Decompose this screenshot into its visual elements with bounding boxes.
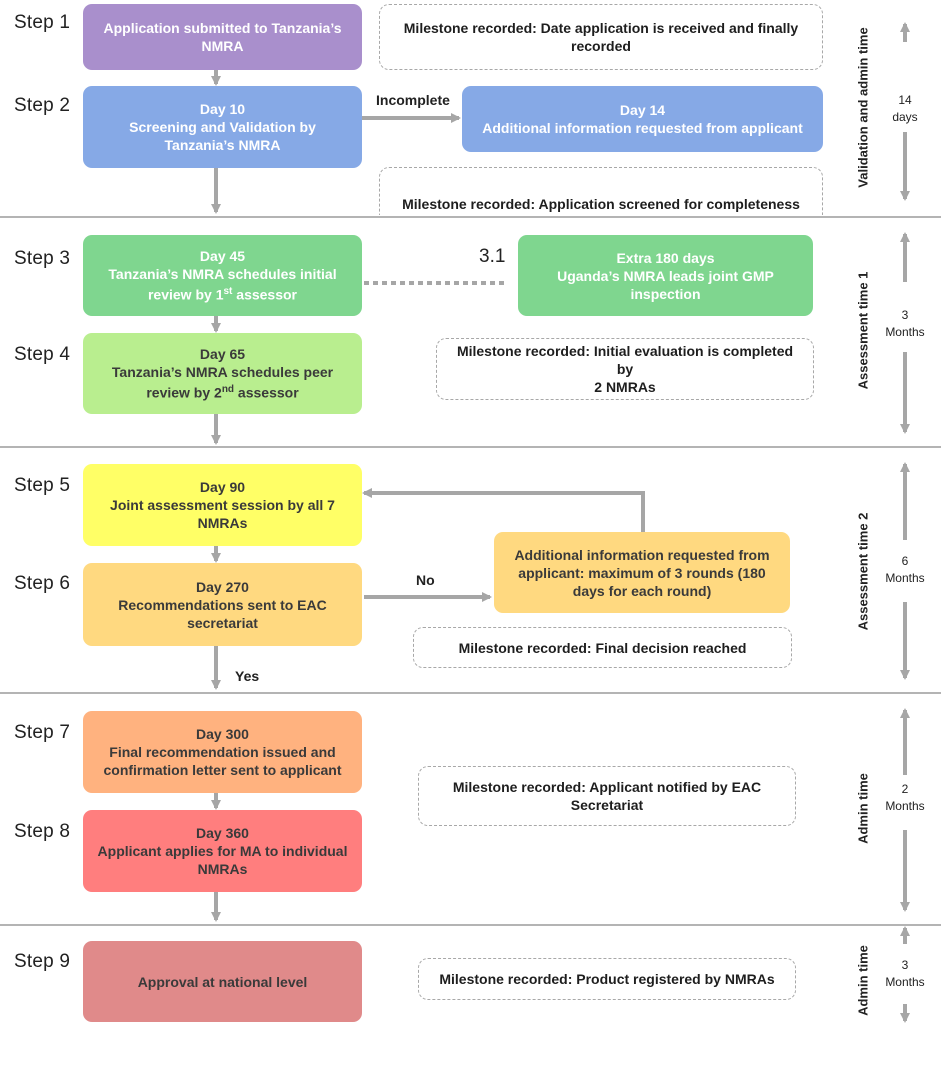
step-4-box: Day 65 Tanzania’s NMRA schedules peer re… — [83, 333, 362, 414]
flow-connectors — [211, 22, 910, 1023]
phase-duration-1: 14 days — [892, 93, 918, 124]
phase-duration-2: 3 Months — [885, 308, 925, 339]
step-8-label: Step 8 — [14, 821, 71, 842]
milestone-1: Milestone recorded: Date application is … — [379, 4, 823, 70]
milestone-5: Milestone recorded: Applicant notified b… — [418, 766, 796, 826]
phase-label-validation: Validation and admin time — [855, 27, 871, 188]
step-7-label: Step 7 — [14, 722, 71, 743]
step-2-label: Step 2 — [14, 95, 71, 116]
phase-divider — [0, 924, 941, 926]
milestone-6: Milestone recorded: Product registered b… — [418, 958, 796, 1000]
step-3-box: Day 45 Tanzania’s NMRA schedules initial… — [83, 235, 362, 316]
arrow-feedback-loop — [362, 488, 645, 532]
phase-duration-5: 3 Months — [885, 958, 925, 989]
step-9-label: Step 9 — [14, 951, 71, 972]
phase-label-assessment-1: Assessment time 1 — [855, 271, 871, 390]
no-label: No — [416, 572, 435, 588]
yes-label: Yes — [235, 668, 260, 684]
step-3-1-box: Extra 180 days Uganda’s NMRA leads joint… — [518, 235, 813, 316]
step-3-label: Step 3 — [14, 248, 71, 269]
step-2-additional-info-box: Day 14 Additional information requested … — [462, 86, 823, 152]
step-4-label: Step 4 — [14, 344, 71, 365]
phase-label-admin-2: Admin time — [855, 945, 871, 1016]
step-9-box: Approval at national level — [83, 941, 362, 1022]
phase-divider — [0, 216, 941, 218]
step-6-box: Day 270 Recommendations sent to EAC secr… — [83, 563, 362, 646]
phase-duration-4: 2 Months — [885, 782, 925, 813]
phase-divider — [0, 692, 941, 694]
step-5-label: Step 5 — [14, 475, 71, 496]
phase-duration-3: 6 Months — [885, 554, 925, 585]
step-7-box: Day 300 Final recommendation issued and … — [83, 711, 362, 793]
phase-label-admin-1: Admin time — [855, 773, 871, 844]
step-2-box: Day 10 Screening and Validation by Tanza… — [83, 86, 362, 168]
step-5-box: Day 90 Joint assessment session by all 7… — [83, 464, 362, 546]
step-8-box: Day 360 Applicant applies for MA to indi… — [83, 810, 362, 892]
step-1-label: Step 1 — [14, 12, 71, 33]
phase-divider — [0, 446, 941, 448]
step-3-1-label: 3.1 — [479, 246, 506, 267]
step-6-label: Step 6 — [14, 573, 71, 594]
milestone-3: Milestone recorded: Initial evaluation i… — [436, 338, 814, 400]
step-6-additional-info-box: Additional information requested from ap… — [494, 532, 790, 613]
step-1-box: Application submitted to Tanzania’s NMRA — [83, 4, 362, 70]
incomplete-label: Incomplete — [376, 92, 450, 108]
milestone-4: Milestone recorded: Final decision reach… — [413, 627, 792, 668]
milestone-2: Milestone recorded: Application screened… — [379, 167, 823, 215]
phase-label-assessment-2: Assessment time 2 — [855, 512, 871, 631]
